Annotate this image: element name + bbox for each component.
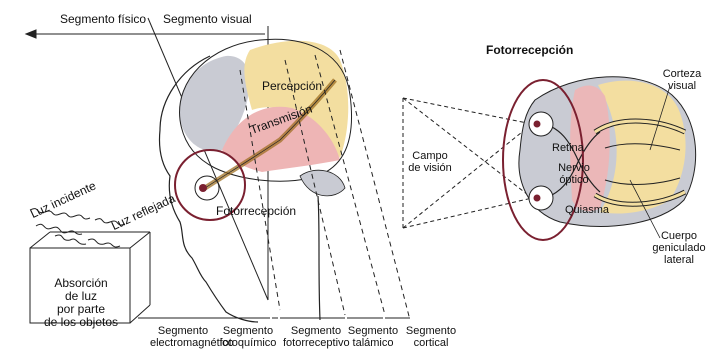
campo-line2: de visión: [400, 162, 460, 174]
absorption-line-4: de los objetos: [36, 316, 126, 329]
corteza-line2: visual: [660, 80, 704, 92]
cuerpo-line1: Cuerpo: [652, 230, 706, 242]
right-title: Fotorrecepción: [486, 44, 573, 57]
visual-segment-label: Segmento visual: [163, 13, 252, 26]
segment-label-line1: Segmento: [215, 325, 281, 337]
segment-electromagnetic: Segmento electromagnético: [150, 325, 216, 349]
visual-cortex-label: Corteza visual: [660, 68, 704, 92]
photoreception-label: Fotorrecepción: [216, 205, 296, 218]
segment-label-line2: talámico: [343, 337, 403, 349]
perception-label: Percepción: [262, 80, 322, 93]
physical-segment-label: Segmento físico: [60, 13, 146, 26]
segment-label-line2: cortical: [401, 337, 461, 349]
segment-label-line2: fotoquímico: [215, 337, 281, 349]
lateral-geniculate-label: Cuerpo geniculado lateral: [652, 230, 706, 266]
chiasm-label: Quiasma: [565, 204, 609, 216]
segment-cortical: Segmento cortical: [401, 325, 461, 349]
absorption-label: Absorción de luz por parte de los objeto…: [36, 277, 126, 329]
cerebellum: [300, 170, 345, 196]
field-of-vision-label: Campo de visión: [400, 150, 460, 174]
segment-label-line1: Segmento: [401, 325, 461, 337]
corteza-line1: Corteza: [660, 68, 704, 80]
segment-thalamic: Segmento talámico: [343, 325, 403, 349]
cuerpo-line3: lateral: [652, 254, 706, 266]
retina-label: Retina: [552, 142, 584, 154]
segment-label-line1: Segmento: [150, 325, 216, 337]
segment-label-line2: electromagnético: [150, 337, 216, 349]
segment-photochemical: Segmento fotoquímico: [215, 325, 281, 349]
campo-line1: Campo: [400, 150, 460, 162]
segment-label-line1: Segmento: [343, 325, 403, 337]
segment-label-line1: Segmento: [283, 325, 349, 337]
cuerpo-line2: geniculado: [652, 242, 706, 254]
segment-photoreceptive: Segmento fotorreceptivo: [283, 325, 349, 349]
nervio-line2: óptico: [553, 174, 595, 186]
nervio-line1: Nervio: [553, 162, 595, 174]
optic-nerve-label: Nervio óptico: [553, 162, 595, 186]
segment-label-line2: fotorreceptivo: [283, 337, 349, 349]
